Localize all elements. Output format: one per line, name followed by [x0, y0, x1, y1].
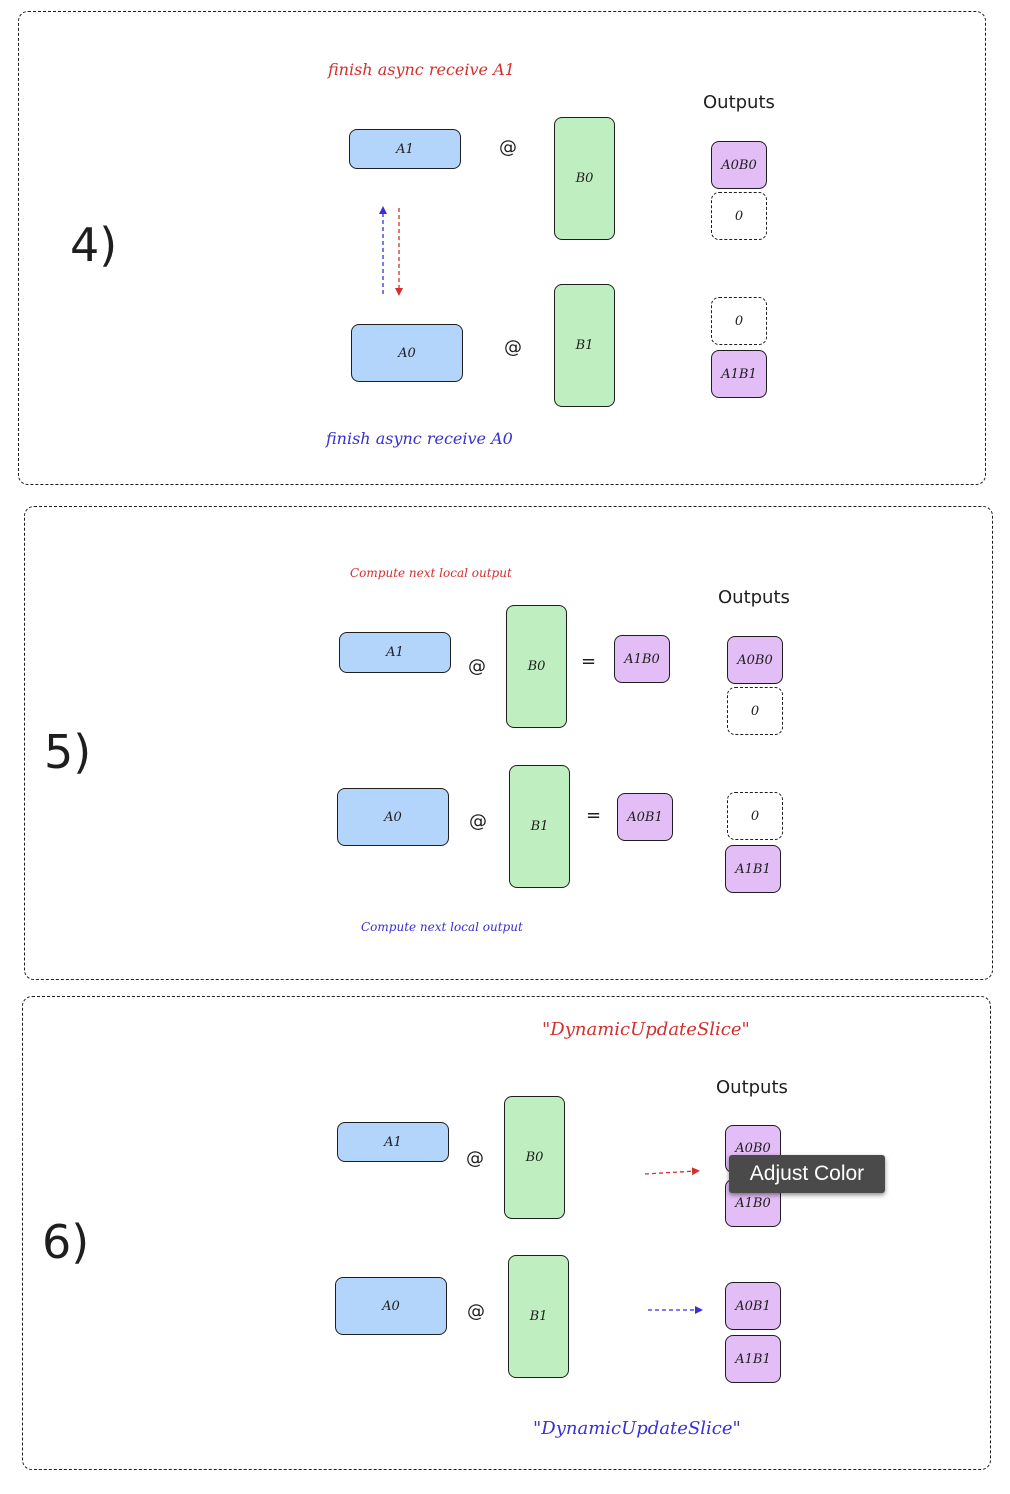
note-finish-receive-a1: finish async receive A1	[328, 60, 515, 79]
partial-result[interactable]: A1B0	[614, 635, 670, 683]
matmul-operator: @	[468, 656, 486, 677]
step-4-panel	[18, 11, 986, 485]
matrix-b0[interactable]: B0	[504, 1096, 565, 1219]
step-5-label: 5)	[44, 725, 92, 779]
step-5-panel	[24, 506, 993, 980]
output-slot[interactable]: A1B1	[725, 845, 781, 893]
output-slot-empty[interactable]: 0	[727, 792, 783, 840]
equals-sign: =	[581, 651, 597, 672]
outputs-heading: Outputs	[718, 587, 790, 608]
output-slot[interactable]: A1B1	[725, 1335, 781, 1383]
matrix-b1[interactable]: B1	[508, 1255, 569, 1378]
matrix-b1[interactable]: B1	[509, 765, 570, 888]
output-slot-empty[interactable]: 0	[711, 297, 767, 345]
output-slot[interactable]: A0B1	[725, 1282, 781, 1330]
matmul-operator: @	[466, 1148, 484, 1169]
matrix-a1[interactable]: A1	[337, 1122, 449, 1162]
step-6-panel	[22, 996, 991, 1470]
matrix-b1[interactable]: B1	[554, 284, 615, 407]
matrix-a0[interactable]: A0	[335, 1277, 447, 1335]
note-dynamic-update-slice: "DynamicUpdateSlice"	[542, 1019, 750, 1040]
outputs-heading: Outputs	[716, 1077, 788, 1098]
matmul-operator: @	[469, 811, 487, 832]
matrix-a1[interactable]: A1	[349, 129, 461, 169]
note-compute-next-output: Compute next local output	[350, 566, 512, 580]
update-arrow-red	[644, 1167, 700, 1176]
note-dynamic-update-slice: "DynamicUpdateSlice"	[533, 1418, 741, 1439]
matmul-operator: @	[504, 337, 522, 358]
note-compute-next-output: Compute next local output	[361, 920, 523, 934]
equals-sign: =	[586, 805, 602, 826]
outputs-heading: Outputs	[703, 92, 775, 113]
matrix-a1[interactable]: A1	[339, 632, 451, 673]
partial-result[interactable]: A0B1	[617, 793, 673, 841]
output-slot-empty[interactable]: 0	[727, 687, 783, 735]
matrix-a0[interactable]: A0	[337, 788, 449, 846]
matrix-a0[interactable]: A0	[351, 324, 463, 382]
matrix-b0[interactable]: B0	[554, 117, 615, 240]
output-slot[interactable]: A0B0	[711, 141, 767, 189]
output-slot[interactable]: A1B1	[711, 350, 767, 398]
output-slot-empty[interactable]: 0	[711, 192, 767, 240]
note-finish-receive-a0: finish async receive A0	[326, 429, 513, 448]
output-slot[interactable]: A0B0	[727, 636, 783, 684]
adjust-color-tooltip: Adjust Color	[729, 1155, 885, 1193]
matmul-operator: @	[467, 1301, 485, 1322]
step-6-label: 6)	[42, 1215, 90, 1269]
matrix-b0[interactable]: B0	[506, 605, 567, 728]
step-4-label: 4)	[70, 218, 118, 272]
matmul-operator: @	[499, 137, 517, 158]
